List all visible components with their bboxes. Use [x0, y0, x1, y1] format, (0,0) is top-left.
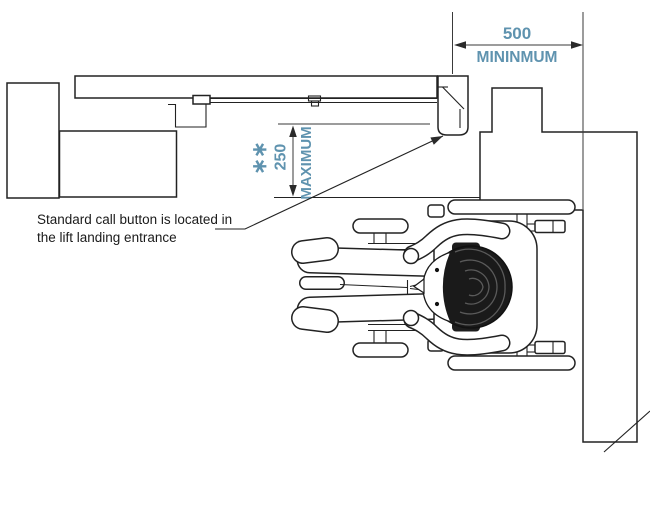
- arrow-down-icon: [289, 185, 297, 197]
- callout-text-line2: the lift landing entrance: [37, 230, 177, 245]
- arrow-right-icon: [571, 41, 583, 49]
- wall-threshold-block: [58, 130, 178, 198]
- dimension-width-500: 500 MININMUM: [452, 12, 584, 209]
- caster-bottom: [352, 342, 409, 358]
- nose: [412, 277, 425, 295]
- wall-break-line: [603, 410, 650, 453]
- wall-left-column: [6, 82, 60, 199]
- dim-250-label: MAXIMUM: [298, 126, 315, 199]
- lift-door-assembly: [74, 75, 469, 136]
- wheelchair-wheel-top: [447, 199, 576, 215]
- door-guide-bracket: [168, 103, 207, 128]
- dim-500-label: MININMUM: [477, 49, 558, 66]
- leader-arrow-icon: [430, 136, 443, 145]
- leader-line: [215, 135, 444, 230]
- legs: [291, 237, 462, 333]
- door-leaf-end-cap: [192, 94, 211, 105]
- push-handle-bottom: [527, 340, 566, 355]
- wheelchair-user-figure: [291, 199, 576, 371]
- door-clip-stem: [310, 100, 320, 107]
- callout-text-line1: Standard call button is located in: [37, 212, 232, 227]
- arrow-up-icon: [289, 125, 297, 137]
- armrest-top: [427, 204, 445, 218]
- wheelchair-wheel-bottom: [447, 355, 576, 371]
- arm-bottom: [402, 309, 511, 356]
- eye-top: [434, 267, 440, 273]
- dim-250-value: 250: [273, 144, 290, 171]
- dimension-height-250: ∗∗ 250 MAXIMUM: [249, 123, 430, 200]
- face: [422, 250, 453, 324]
- head: [412, 242, 513, 332]
- dim-500-value: 500: [503, 24, 531, 43]
- dim-250-stars: ∗∗: [249, 141, 271, 175]
- caster-top: [352, 218, 409, 234]
- arrow-left-icon: [454, 41, 466, 49]
- call-button-callout: Standard call button is located in the l…: [37, 135, 444, 245]
- push-handle-top: [527, 219, 566, 234]
- arm-top: [402, 218, 511, 265]
- door-jamb-call-button: [437, 75, 469, 136]
- lift-door-panel: [74, 75, 438, 99]
- eye-bottom: [434, 301, 440, 307]
